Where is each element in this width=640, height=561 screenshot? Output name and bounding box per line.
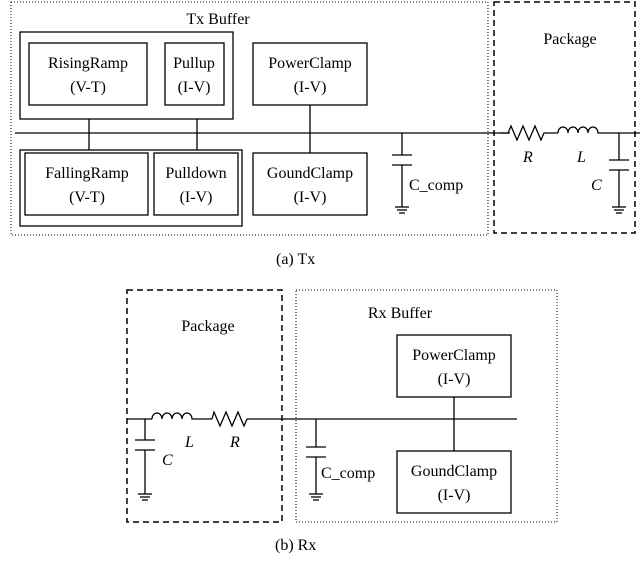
tx-falling-ramp-box bbox=[24, 152, 149, 216]
tx-ground-clamp-label: GoundClamp bbox=[267, 165, 353, 182]
tx-section: Tx Buffer RisingRamp (V-T) Pullup (I-V) … bbox=[10, 1, 640, 268]
tx-R-label: R bbox=[522, 149, 533, 166]
rx-power-clamp-type: (I-V) bbox=[438, 371, 471, 388]
rx-buffer-title: Rx Buffer bbox=[368, 305, 433, 322]
rx-ground-clamp-type: (I-V) bbox=[438, 487, 471, 504]
tx-caption: (a) Tx bbox=[276, 251, 315, 268]
rx-section: Package Rx Buffer C L R bbox=[126, 289, 558, 554]
rx-ccomp-capacitor bbox=[306, 419, 326, 501]
tx-power-clamp-label: PowerClamp bbox=[268, 55, 352, 72]
tx-resistor-R bbox=[500, 124, 558, 142]
tx-falling-ramp-type: (V-T) bbox=[69, 189, 105, 206]
tx-ccomp-label: C_comp bbox=[409, 177, 463, 194]
tx-ccomp-capacitor bbox=[392, 133, 412, 214]
rx-package-frame bbox=[126, 289, 283, 523]
tx-pulldown-label: Pulldown bbox=[165, 165, 226, 182]
rx-ground-clamp-box bbox=[396, 450, 512, 514]
tx-buffer-frame bbox=[10, 1, 489, 236]
tx-pulldown-type: (I-V) bbox=[180, 189, 213, 206]
tx-package-capacitor-C bbox=[609, 133, 629, 214]
rx-inductor-L bbox=[151, 412, 212, 420]
rx-C-label: C bbox=[162, 452, 173, 469]
rx-power-clamp-label: PowerClamp bbox=[412, 347, 496, 364]
tx-pulldown-box bbox=[153, 152, 239, 216]
tx-rising-ramp-label: RisingRamp bbox=[48, 55, 128, 72]
rx-caption: (b) Rx bbox=[275, 537, 316, 554]
tx-pullup-type: (I-V) bbox=[178, 79, 211, 96]
rx-resistor-R bbox=[211, 410, 248, 428]
rx-L-label: L bbox=[184, 434, 194, 451]
rx-R-label: R bbox=[229, 434, 240, 451]
rx-power-clamp-box bbox=[396, 334, 512, 398]
tx-rising-ramp-type: (V-T) bbox=[70, 79, 106, 96]
tx-L-label: L bbox=[576, 149, 586, 166]
rx-package-capacitor-C bbox=[135, 419, 155, 501]
tx-power-clamp-type: (I-V) bbox=[294, 79, 327, 96]
rx-ccomp-label: C_comp bbox=[321, 465, 375, 482]
tx-falling-ramp-label: FallingRamp bbox=[45, 165, 129, 182]
rx-package-title: Package bbox=[181, 318, 234, 335]
rx-buffer-frame bbox=[295, 289, 558, 523]
tx-ground-clamp-box bbox=[252, 152, 368, 216]
tx-package-title: Package bbox=[543, 31, 596, 48]
tx-pullup-label: Pullup bbox=[173, 55, 215, 72]
tx-rising-ramp-box bbox=[28, 42, 148, 106]
tx-ground-clamp-type: (I-V) bbox=[294, 189, 327, 206]
tx-C-label: C bbox=[591, 177, 602, 194]
tx-inductor-L bbox=[557, 126, 640, 134]
tx-package-frame bbox=[493, 1, 636, 234]
tx-pullup-box bbox=[164, 42, 225, 106]
rx-ground-clamp-label: GoundClamp bbox=[411, 463, 497, 480]
tx-buffer-title: Tx Buffer bbox=[186, 11, 250, 28]
